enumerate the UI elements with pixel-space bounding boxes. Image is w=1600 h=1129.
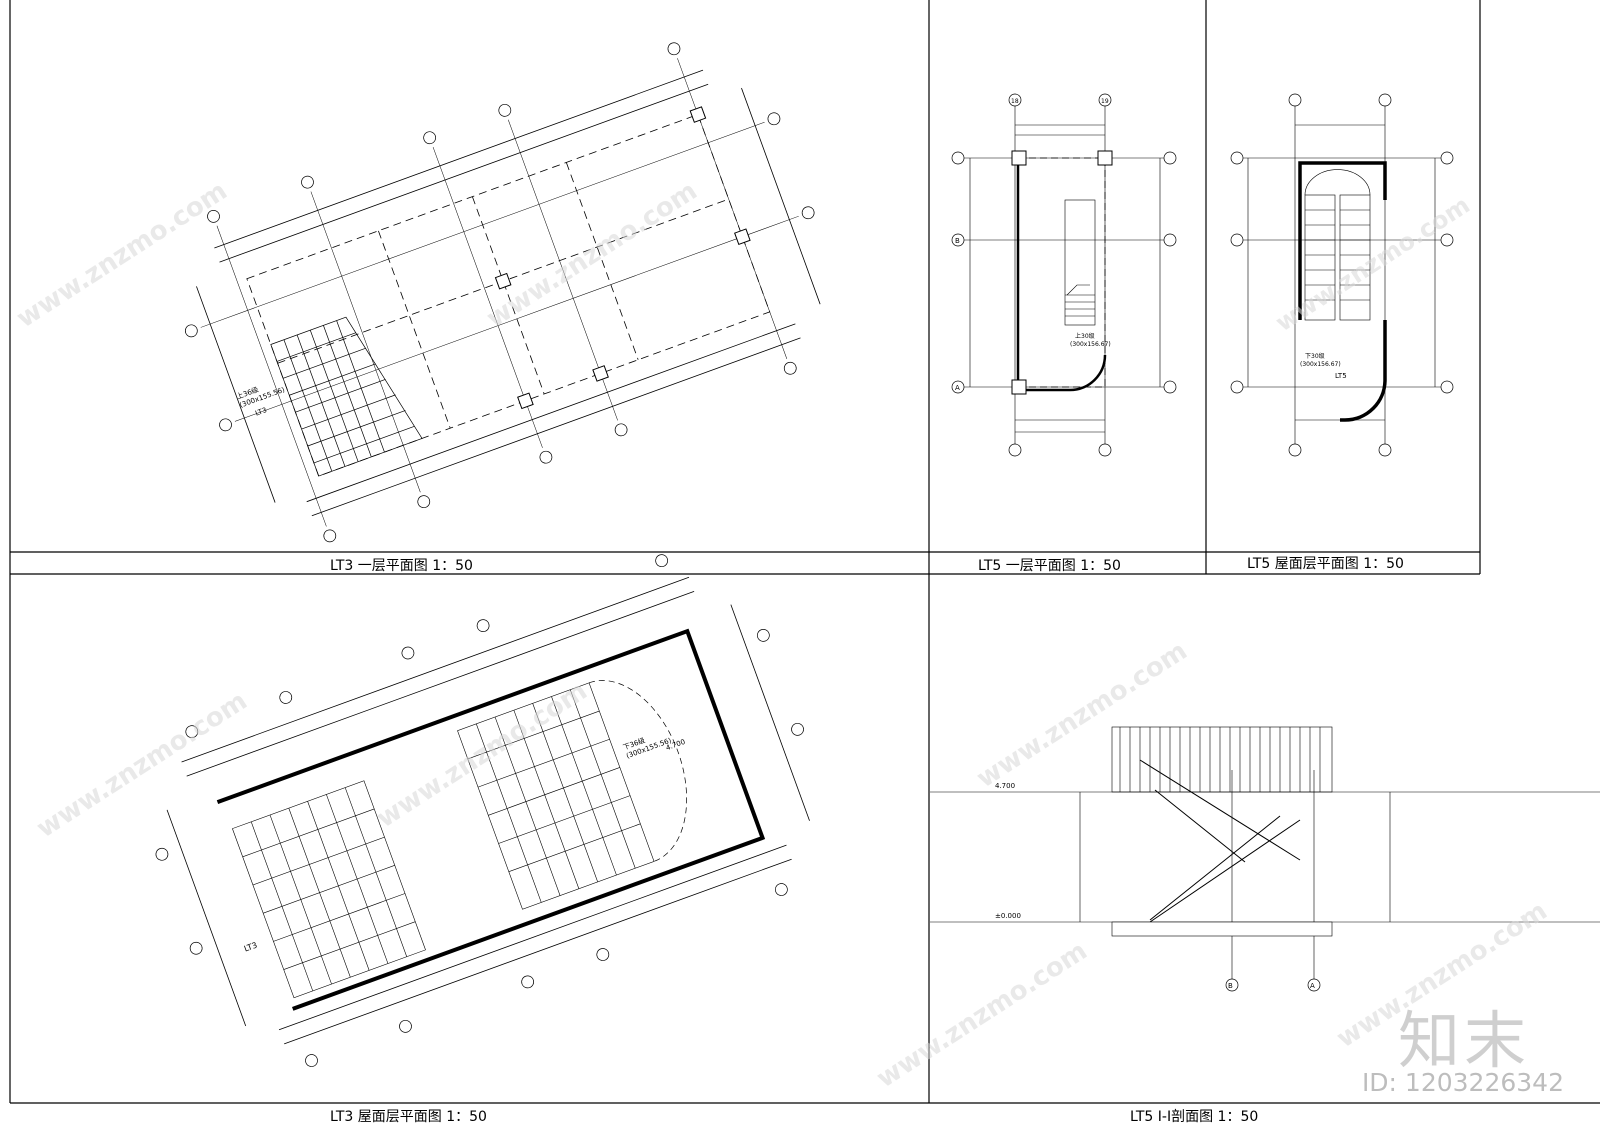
section-elev-zero: ±0.000: [995, 912, 1021, 920]
section-ground-slab: [1111, 921, 1333, 937]
title-lt5-first-floor: LT5 一层平面图 1：50: [978, 558, 1121, 574]
lt5-roof-walls: [1298, 161, 1387, 422]
roof-stair-treads: [232, 682, 655, 999]
lt3-roof-plan: 下36级 (300x155.56) 4.700 LT3: [155, 554, 810, 1067]
section-axis-a: A: [1310, 982, 1315, 990]
axis-a: A: [955, 384, 960, 392]
axis-b: B: [955, 237, 960, 245]
columns: [494, 106, 751, 410]
lt5-section: B A 4.700 ±0.000: [930, 726, 1600, 992]
lt5-roof-label: LT5: [1335, 372, 1347, 380]
lt5-stair-note: 上30级: [1075, 332, 1095, 340]
title-lt5-section: LT5 I-I剖面图 1：50: [1130, 1109, 1259, 1125]
lt5-walls: [1015, 155, 1107, 392]
lt5-first-floor-plan: 18 19 B A 上30级 (300x156.67): [951, 93, 1177, 457]
axis-18: 18: [1011, 98, 1019, 105]
lt3-first-floor-plan: 上36级 (300x155.56) LT3: [184, 42, 821, 543]
section-axis-b: B: [1228, 982, 1233, 990]
stair-treads: [270, 316, 423, 477]
lt5-roof-stair: [1304, 169, 1371, 321]
lt5-stair-spec: (300x156.67): [1070, 341, 1111, 348]
brand-logo: 知末: [1397, 1004, 1530, 1077]
lt5-roof-plan: 下30级 (300x156.67) LT5: [1230, 93, 1454, 457]
parapet-wall: [216, 628, 766, 1011]
roof-stair-label: LT3: [243, 941, 259, 954]
title-lt3-first-floor: LT3 一层平面图 1：50: [330, 558, 473, 574]
title-lt5-roof: LT5 屋面层平面图 1：50: [1247, 556, 1404, 572]
stair-label: LT3: [254, 406, 268, 418]
door-swing-arc: [588, 680, 687, 862]
section-stair-flights: [1139, 759, 1301, 923]
image-id: ID: 1203226342: [1361, 1068, 1564, 1097]
axis-19: 19: [1101, 98, 1109, 105]
lt5-roof-note: 下30级: [1305, 352, 1325, 360]
sheet-frame: [9, 0, 1600, 1104]
lt5-roof-spec: (300x156.67): [1300, 361, 1341, 368]
section-roof-hatch: [1111, 726, 1333, 793]
title-lt3-roof: LT3 屋面层平面图 1：50: [330, 1109, 487, 1125]
section-elev-top: 4.700: [995, 782, 1015, 790]
lt5-stair: [1064, 199, 1096, 326]
